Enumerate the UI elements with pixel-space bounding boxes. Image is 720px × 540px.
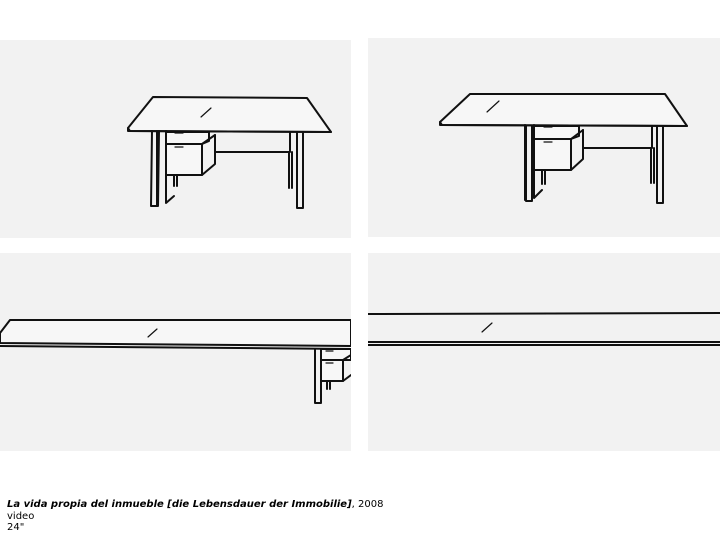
artwork-caption: La vida propia del inmueble [die Lebensd… xyxy=(7,499,383,534)
desk-drawing xyxy=(127,96,332,209)
artwork-title: La vida propia del inmueble [die Lebensd… xyxy=(7,499,352,510)
artwork-medium: video xyxy=(7,510,35,522)
video-frame-2 xyxy=(368,38,720,237)
video-frame-4 xyxy=(368,253,720,451)
artwork-duration: 24" xyxy=(7,522,25,533)
video-frame-3 xyxy=(0,253,351,451)
video-frame-1 xyxy=(0,40,351,238)
desk-drawing xyxy=(0,319,351,404)
caption-title-line: La vida propia del inmueble [die Lebensd… xyxy=(7,499,383,511)
desk-drawing xyxy=(439,93,688,204)
desk-drawing xyxy=(368,312,720,346)
artwork-year: , 2008 xyxy=(351,499,384,510)
